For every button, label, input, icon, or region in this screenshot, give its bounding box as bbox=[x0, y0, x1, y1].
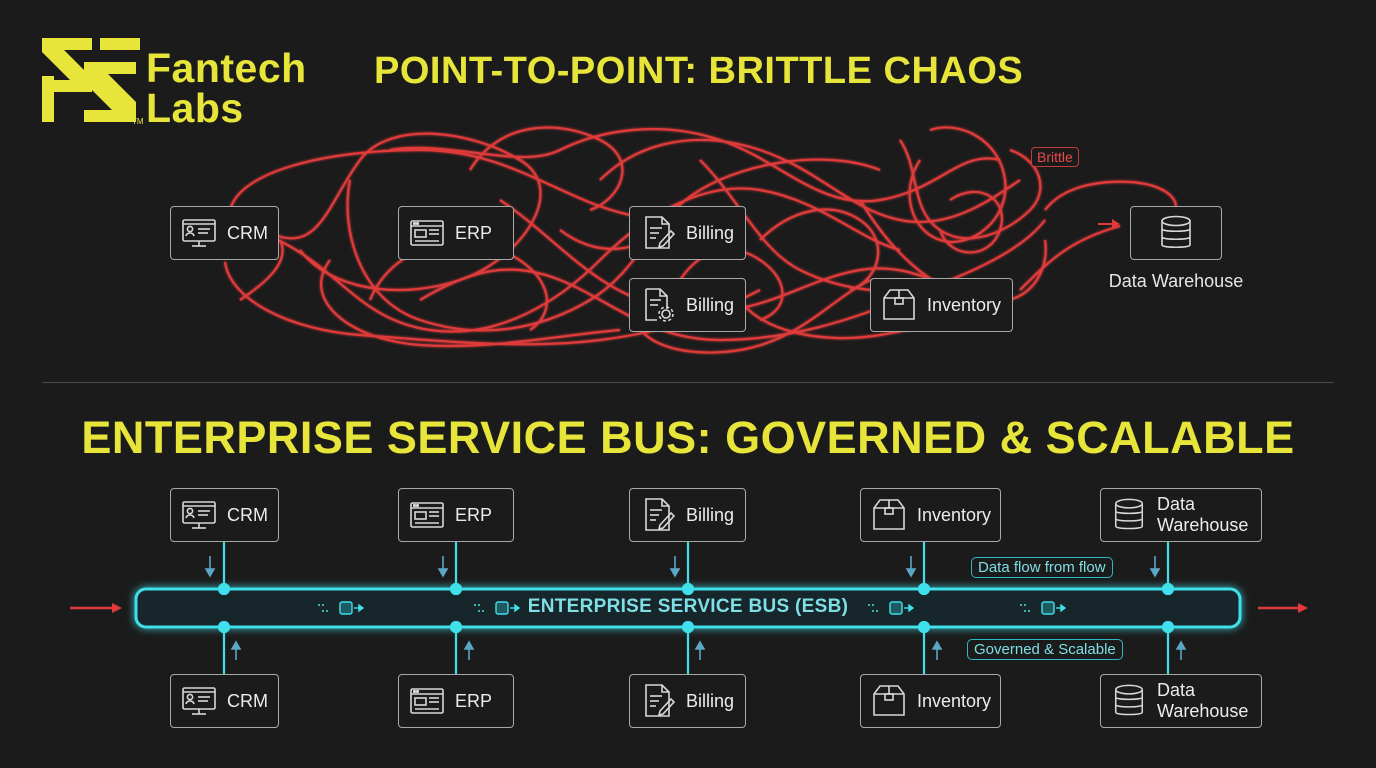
node-label: Billing bbox=[686, 294, 735, 315]
window-icon bbox=[410, 502, 444, 528]
esb-top-node-inventory: Inventory bbox=[860, 488, 1001, 542]
dw-line-2: Warehouse bbox=[1157, 701, 1249, 721]
esb-label: ENTERPRISE SERVICE BUS (ESB) bbox=[527, 596, 849, 617]
svg-text:TM: TM bbox=[132, 117, 144, 126]
window-icon bbox=[410, 688, 444, 714]
monitor-icon bbox=[182, 501, 216, 529]
dw-line-1: Data bbox=[1157, 680, 1196, 700]
esb-top-node-billing: Billing bbox=[629, 488, 746, 542]
window-icon bbox=[410, 220, 444, 246]
database-icon bbox=[1114, 684, 1144, 716]
document-gear-icon bbox=[645, 288, 674, 322]
dw-line-1: Data bbox=[1157, 494, 1196, 514]
node-label: ERP bbox=[455, 690, 493, 711]
esb-bottom-node-billing: Billing bbox=[629, 674, 746, 728]
box-icon bbox=[873, 685, 905, 716]
database-icon bbox=[1114, 498, 1144, 530]
dw-arrow bbox=[1098, 219, 1120, 229]
brittle-tag: Brittle bbox=[1031, 147, 1079, 167]
node-label: CRM bbox=[227, 690, 268, 711]
node-label: Inventory bbox=[927, 294, 1002, 315]
esb-top-node-erp: ERP bbox=[398, 488, 514, 542]
bus-connectors bbox=[217, 542, 1175, 674]
fantech-logo: TM bbox=[42, 38, 144, 126]
document-pen-icon bbox=[645, 684, 676, 717]
node-label: Billing bbox=[686, 690, 735, 711]
brand-line-1: Fantech bbox=[146, 45, 307, 91]
p2p-node-erp: ERP bbox=[398, 206, 514, 260]
node-label: Inventory bbox=[917, 504, 992, 525]
node-label: CRM bbox=[227, 222, 268, 243]
esb-top-node-crm: CRM bbox=[170, 488, 279, 542]
top-title: POINT-TO-POINT: BRITTLE CHAOS bbox=[374, 50, 1024, 92]
esb-bottom-node-erp: ERP bbox=[398, 674, 514, 728]
p2p-node-inventory: Inventory bbox=[870, 278, 1013, 332]
bus-io-arrows bbox=[70, 603, 1308, 613]
bottom-title: ENTERPRISE SERVICE BUS: GOVERNED & SCALA… bbox=[81, 412, 1295, 463]
message-packets bbox=[318, 601, 1067, 615]
section-divider bbox=[42, 382, 1334, 383]
governed-tag: Governed & Scalable bbox=[967, 639, 1123, 660]
node-label: CRM bbox=[227, 504, 268, 525]
dw-line-2: Warehouse bbox=[1157, 515, 1249, 535]
document-pen-icon bbox=[645, 498, 676, 531]
database-icon bbox=[1161, 215, 1191, 249]
brand-name: Fantech Labs bbox=[146, 45, 307, 131]
data-warehouse-label: Data Warehouse bbox=[1108, 271, 1244, 291]
monitor-icon bbox=[182, 219, 216, 247]
esb-bottom-node-crm: CRM bbox=[170, 674, 279, 728]
box-icon bbox=[873, 499, 905, 530]
monitor-icon bbox=[182, 687, 216, 715]
p2p-node-data-warehouse bbox=[1130, 206, 1222, 260]
p2p-node-billing-2: Billing bbox=[629, 278, 746, 332]
flow-arrows bbox=[204, 556, 1187, 660]
flow-tag: Data flow from flow bbox=[971, 557, 1113, 578]
node-label: Billing bbox=[686, 504, 735, 525]
brand-line-2: Labs bbox=[146, 85, 244, 131]
document-pen-icon bbox=[645, 216, 676, 249]
node-label: ERP bbox=[455, 504, 493, 525]
node-label: Inventory bbox=[917, 690, 992, 711]
esb-bottom-node-inventory: Inventory bbox=[860, 674, 1001, 728]
p2p-node-crm: CRM bbox=[170, 206, 279, 260]
p2p-node-billing: Billing bbox=[629, 206, 746, 260]
node-label: ERP bbox=[455, 222, 493, 243]
node-label: Billing bbox=[686, 222, 735, 243]
box-icon bbox=[883, 289, 915, 320]
